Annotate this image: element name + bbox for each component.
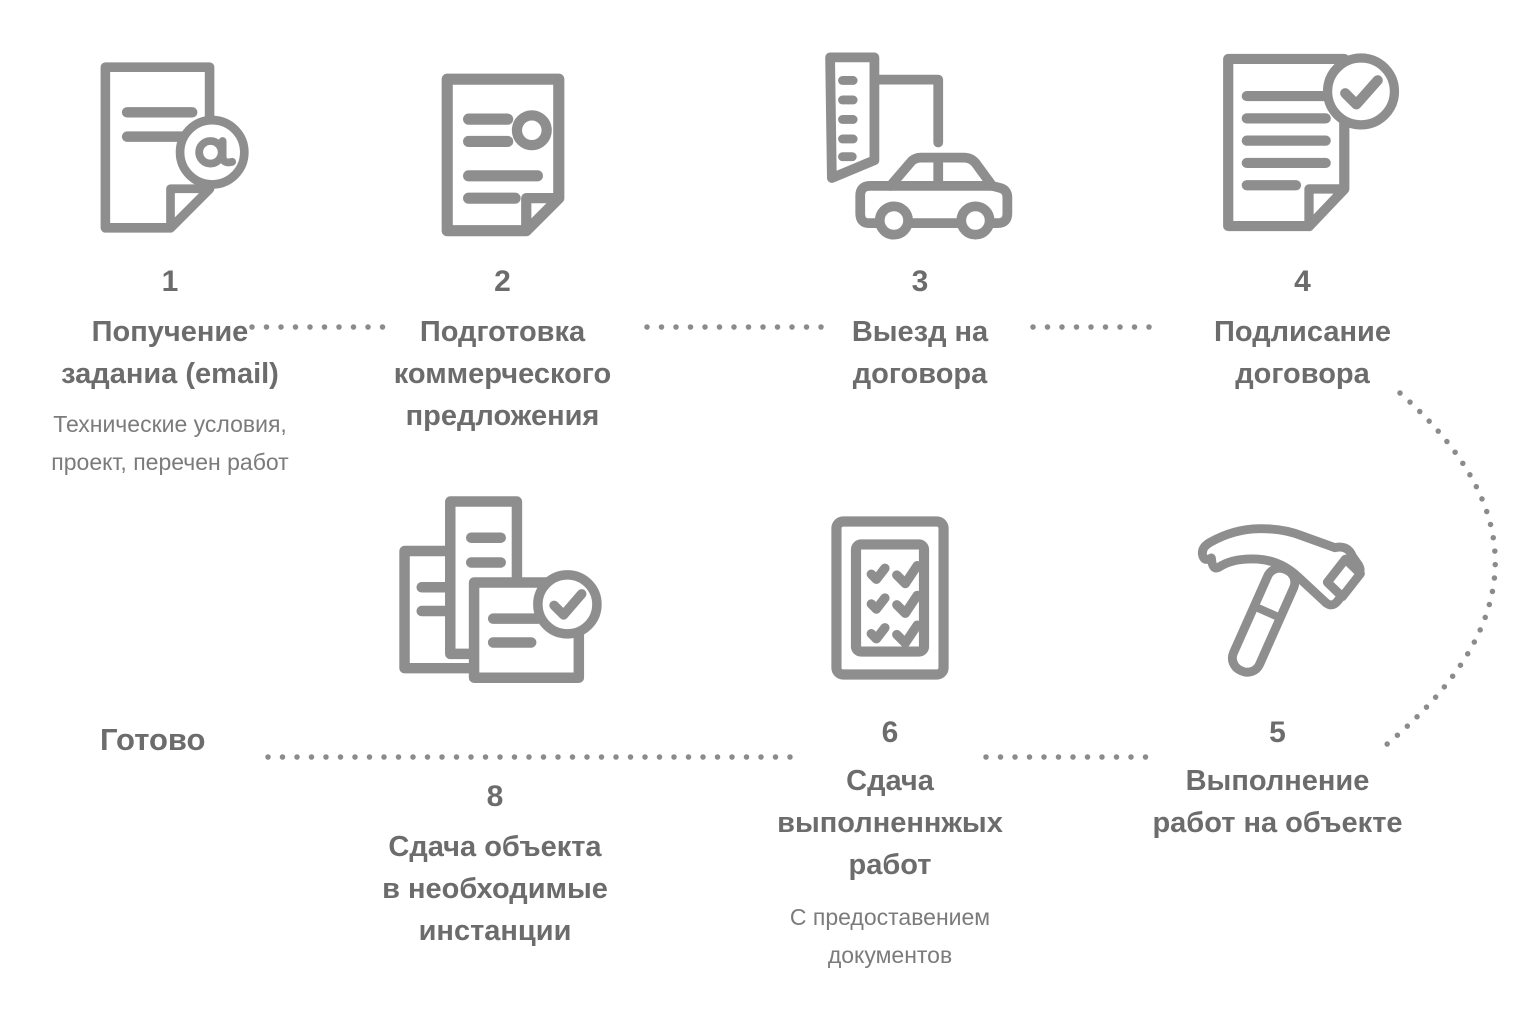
done-label: Готово: [100, 722, 206, 757]
step-number: 3: [911, 265, 929, 298]
ruler-and-car-icon: [824, 52, 1012, 240]
step-5: 5 Выполнение работ на объекте: [1080, 492, 1475, 844]
step-number: 2: [494, 265, 511, 298]
email-document-icon: [100, 62, 249, 233]
step-1: 1 Попучение заданиа (email) Технические …: [10, 48, 330, 481]
hammer-icon: [1197, 524, 1365, 677]
step-note: Технические условия, проект, перечен раб…: [51, 411, 289, 475]
step-number: 8: [486, 780, 504, 813]
commercial-offer-document-icon: [441, 73, 564, 237]
step-6: 6 Сдача выполненнжых работ С предоставен…: [765, 513, 1015, 974]
checklist-icon: [831, 516, 949, 680]
step-2: 2 Подготовка коммерческого предложения: [355, 48, 650, 437]
step-8: 8 Сдача объекта в необходимые инстанции: [325, 492, 665, 952]
step-note: С предоставением документов: [789, 904, 991, 968]
step-title: Попучение заданиа (email): [61, 316, 279, 390]
step-title: Выезд на договора: [851, 316, 989, 390]
step-title: Выполнение работ на объекте: [1152, 765, 1403, 839]
step-title: Подготовка коммерческого предложения: [393, 316, 612, 432]
step-3: 3 Выезд на договора: [755, 48, 1085, 395]
documents-approved-icon: [398, 496, 602, 683]
step-title: Сдача выполненнжых работ: [777, 765, 1003, 881]
step-number: 4: [1294, 265, 1311, 298]
step-number: 6: [881, 716, 899, 749]
step-number: 5: [1269, 716, 1286, 749]
step-title: Подлисание договора: [1214, 316, 1391, 390]
step-title: Сдача объекта в необходимые инстанции: [382, 831, 608, 947]
step-number: 1: [161, 265, 179, 298]
step-4: 4 Подлисание договора: [1145, 48, 1460, 395]
signed-contract-icon: [1223, 53, 1400, 232]
